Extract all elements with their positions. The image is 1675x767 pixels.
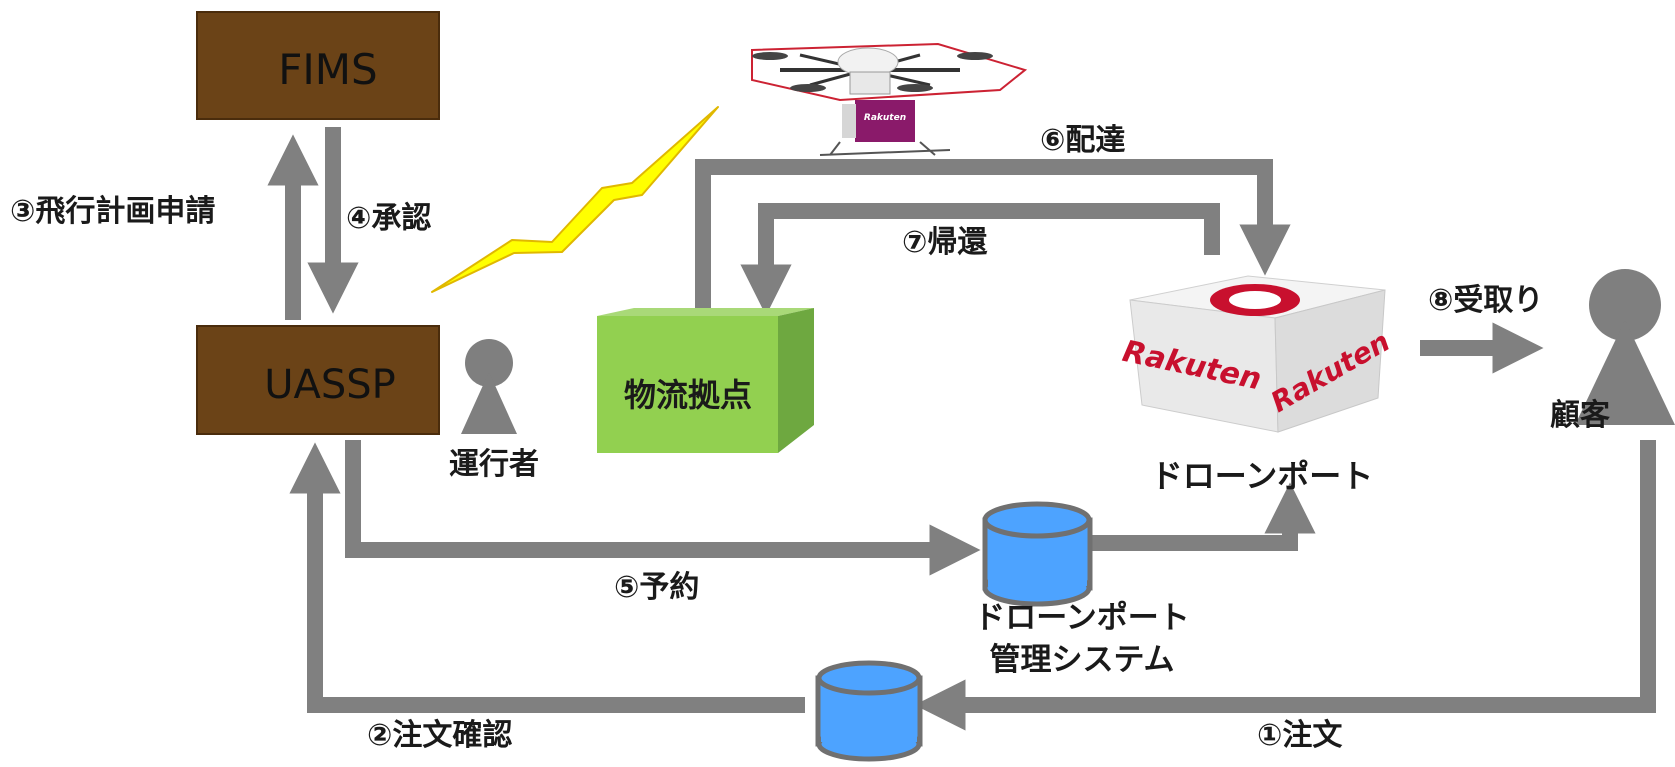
lightning-icon [431,106,719,293]
hub-node: 物流拠点 [597,308,814,453]
customer-person-icon [1575,269,1675,425]
step-approval-label: ④承認 [346,201,431,236]
arrow-return [740,203,1220,316]
connectors [267,127,1656,731]
operator-label: 運行者 [449,447,539,482]
fims-node: FIMS [196,11,440,120]
step-pickup-label: ⑧受取り [1428,283,1543,318]
order-database-icon [815,660,923,762]
step-flight-plan-label: ③飛行計画申請 [10,194,215,229]
step-order-confirm-label: ②注文確認 [367,718,512,753]
arrow-reservation [345,440,981,576]
uassp-label: UASSP [264,362,396,408]
arrow-db-to-port [1090,482,1316,551]
port-mgmt-label-line2: 管理システム [989,642,1174,678]
customer-label: 顧客 [1550,398,1610,433]
droneport-image: Rakuten Rakuten [1120,275,1395,433]
fims-label: FIMS [278,45,377,94]
port-management-database-icon [982,501,1093,607]
uassp-node: UASSP [196,325,440,435]
arrow-order-confirm [289,442,805,713]
operator-person-icon [461,339,517,434]
step-return-label: ⑦帰還 [902,225,988,260]
arrow-delivery [695,159,1291,315]
step-order-label: ①注文 [1257,718,1342,753]
port-mgmt-label-line1: ドローンポート [974,600,1189,636]
droneport-label: ドローンポート [1151,457,1373,495]
step-reservation-label: ⑤予約 [614,570,699,605]
step-delivery-label: ⑥配達 [1040,123,1125,158]
hub-label: 物流拠点 [624,376,752,414]
drone-brand-logo: Rakuten [864,113,906,123]
arrow-order [914,440,1656,731]
drone-image: Rakuten [751,42,1028,156]
